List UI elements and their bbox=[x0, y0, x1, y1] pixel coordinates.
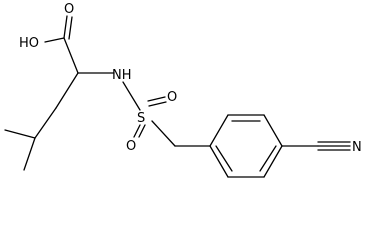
atom-label-hydroxyl: HO bbox=[19, 36, 39, 51]
molecule-structure: O HO NH S O O N bbox=[4, 2, 362, 178]
atom-label-carbonyl-oxygen: O bbox=[64, 2, 74, 17]
atom-label-sulfur: S bbox=[137, 111, 145, 126]
ring-bond-6 bbox=[209, 145, 229, 178]
bond-s-o-bottom-a bbox=[133, 124, 141, 138]
ring-bond-1 bbox=[209, 114, 229, 147]
atom-label-nitrile-nitrogen: N bbox=[352, 140, 362, 155]
bond-s-o-bottom-b bbox=[138, 124, 146, 138]
bond-s-o-right-a bbox=[147, 96, 166, 102]
atom-label-sulfonyl-oxygen-bottom: O bbox=[126, 139, 136, 154]
structure-diagram: O HO NH S O O N bbox=[4, 2, 362, 178]
bond-nh-s bbox=[122, 81, 141, 111]
ring-inner-bond-2 bbox=[259, 145, 277, 172]
ring-inner-bond-3 bbox=[215, 145, 233, 172]
atom-label-sulfonyl-oxygen-right: O bbox=[167, 90, 177, 105]
bond-c2-c3 bbox=[55, 72, 79, 109]
bond-c1-o-double-b bbox=[68, 16, 73, 40]
bond-c4-me1 bbox=[4, 129, 36, 139]
bond-c3-c4 bbox=[34, 107, 57, 139]
atom-label-amine: NH bbox=[112, 68, 132, 83]
ring-bond-4 bbox=[263, 145, 283, 178]
bond-c1-c2 bbox=[63, 37, 79, 74]
bond-c1-oh bbox=[44, 37, 65, 43]
bond-c1-o-double-a bbox=[63, 15, 68, 39]
ring-bond-3 bbox=[263, 114, 283, 147]
bond-c4-me2 bbox=[23, 137, 36, 171]
bond-s-o-right-b bbox=[148, 101, 167, 107]
bond-s-ch2 bbox=[151, 120, 176, 147]
